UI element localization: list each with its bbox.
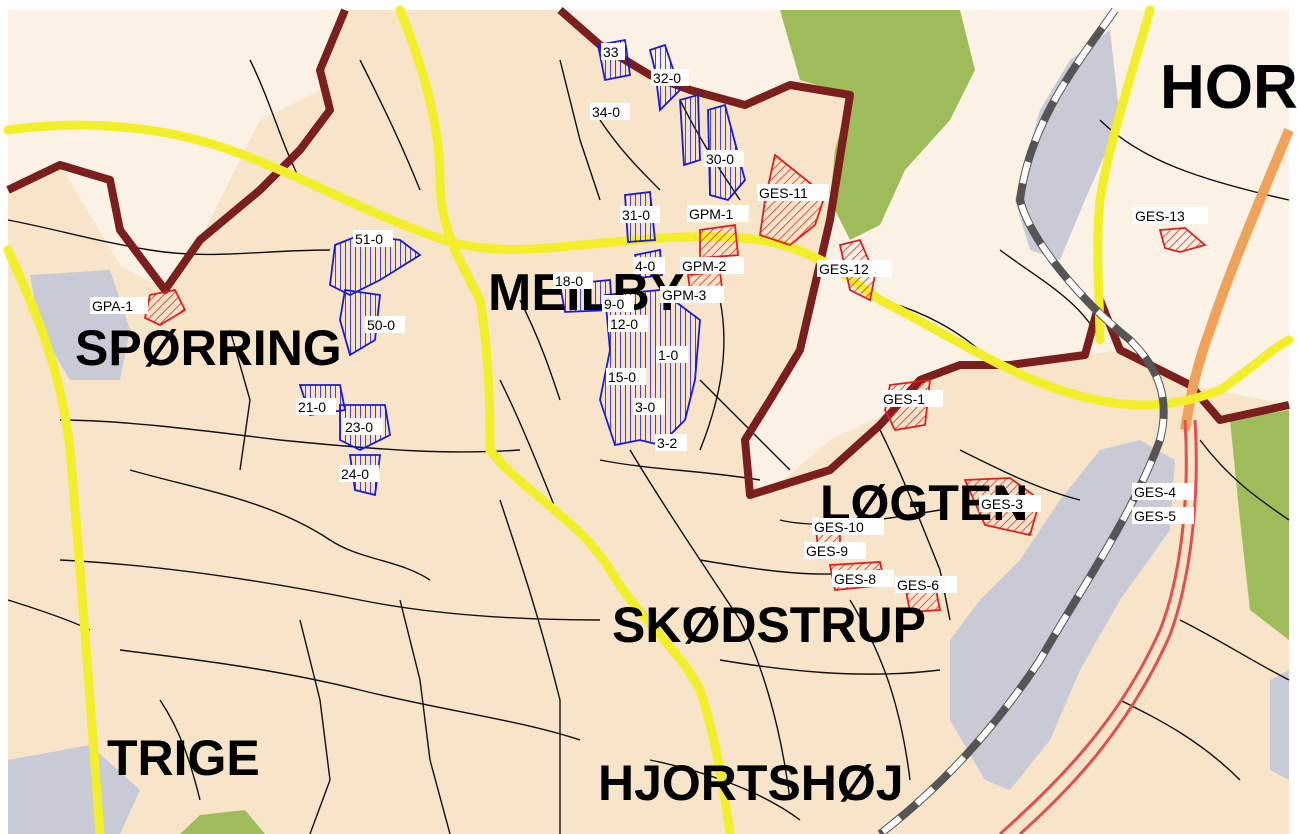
svg-text:GES-5: GES-5 bbox=[1134, 508, 1176, 524]
town-label-hor: HOR bbox=[1160, 53, 1297, 122]
red-zone-gpa-1[interactable] bbox=[143, 288, 187, 327]
svg-text:33: 33 bbox=[603, 44, 619, 60]
zone-label[interactable]: 3-2 bbox=[655, 434, 687, 451]
town-label-sporring: SPØRRING bbox=[75, 320, 342, 376]
svg-text:GES-8: GES-8 bbox=[834, 571, 876, 587]
zone-label[interactable]: 4-0 bbox=[633, 257, 665, 274]
zone-label[interactable]: 30-0 bbox=[704, 150, 744, 167]
svg-text:30-0: 30-0 bbox=[706, 151, 734, 167]
zone-label[interactable]: GES-11 bbox=[757, 184, 829, 201]
svg-text:31-0: 31-0 bbox=[622, 207, 650, 223]
svg-text:GES-12: GES-12 bbox=[819, 261, 869, 277]
zone-label[interactable]: GES-5 bbox=[1132, 507, 1194, 524]
outside-area-north-west bbox=[8, 10, 345, 290]
blue-zone-north-strip[interactable] bbox=[679, 93, 701, 167]
zone-label[interactable]: GES-3 bbox=[979, 495, 1041, 512]
svg-text:4-0: 4-0 bbox=[635, 258, 655, 274]
zone-label[interactable]: GES-13 bbox=[1133, 207, 1208, 224]
svg-text:15-0: 15-0 bbox=[608, 369, 636, 385]
map-frame-right bbox=[1289, 0, 1297, 834]
svg-text:23-0: 23-0 bbox=[345, 419, 373, 435]
svg-text:18-0: 18-0 bbox=[555, 273, 583, 289]
urban-area-north-east bbox=[1015, 30, 1120, 260]
svg-text:GPA-1: GPA-1 bbox=[92, 298, 133, 314]
zone-label[interactable]: 1-0 bbox=[656, 346, 688, 363]
railway-line-dash bbox=[878, 8, 1167, 834]
zone-label[interactable]: 18-0 bbox=[553, 272, 593, 289]
zone-label[interactable]: GPM-3 bbox=[660, 286, 724, 303]
zone-label[interactable]: 3-0 bbox=[633, 398, 665, 415]
forest-area-east bbox=[1230, 410, 1289, 640]
town-label-trige: TRIGE bbox=[107, 730, 260, 786]
svg-text:12-0: 12-0 bbox=[610, 316, 638, 332]
zone-label[interactable]: 31-0 bbox=[620, 206, 660, 223]
svg-text:GES-11: GES-11 bbox=[759, 185, 808, 201]
zone-label[interactable]: 34-0 bbox=[590, 103, 630, 120]
zone-label[interactable]: 15-0 bbox=[606, 368, 646, 385]
map-frame-left bbox=[0, 0, 8, 834]
svg-text:GES-6: GES-6 bbox=[897, 577, 939, 593]
zone-label[interactable]: 21-0 bbox=[296, 398, 336, 415]
svg-text:GES-3: GES-3 bbox=[981, 496, 1023, 512]
zone-label[interactable]: GPA-1 bbox=[90, 297, 148, 314]
svg-text:GPM-3: GPM-3 bbox=[662, 287, 707, 303]
svg-text:1-0: 1-0 bbox=[658, 347, 678, 363]
forest-area bbox=[780, 10, 975, 240]
svg-text:GPM-2: GPM-2 bbox=[682, 258, 727, 274]
zone-label[interactable]: 9-0 bbox=[602, 295, 634, 312]
zone-label[interactable]: 50-0 bbox=[365, 316, 405, 333]
svg-text:50-0: 50-0 bbox=[367, 317, 395, 333]
svg-text:GES-10: GES-10 bbox=[814, 519, 864, 535]
svg-text:34-0: 34-0 bbox=[592, 104, 620, 120]
zone-label[interactable]: 51-0 bbox=[353, 230, 393, 247]
svg-text:21-0: 21-0 bbox=[298, 399, 326, 415]
zone-label[interactable]: 32-0 bbox=[651, 69, 689, 86]
zone-label[interactable]: GES-4 bbox=[1132, 483, 1194, 500]
svg-text:32-0: 32-0 bbox=[653, 70, 681, 86]
motorway-red-lane bbox=[1019, 419, 1198, 834]
urban-area-trige bbox=[8, 745, 140, 834]
zone-label[interactable]: GES-12 bbox=[817, 260, 892, 277]
zone-label[interactable]: GES-1 bbox=[881, 390, 943, 407]
svg-text:51-0: 51-0 bbox=[355, 231, 383, 247]
svg-text:3-2: 3-2 bbox=[657, 435, 677, 451]
svg-text:9-0: 9-0 bbox=[604, 296, 624, 312]
zone-labels[interactable]: 33 32-0 34-0 30-0 31-0 51-0 18-0 4-0 9-0… bbox=[90, 43, 1208, 593]
svg-text:GES-9: GES-9 bbox=[806, 543, 848, 559]
zone-label[interactable]: GPM-2 bbox=[680, 257, 744, 274]
zone-label[interactable]: GES-6 bbox=[895, 576, 957, 593]
zone-label[interactable]: GES-10 bbox=[812, 518, 884, 535]
town-label-hjortshoj: HJORTSHØJ bbox=[598, 755, 904, 811]
zone-label[interactable]: 12-0 bbox=[608, 315, 648, 332]
red-zone-gpm-1[interactable] bbox=[699, 223, 739, 259]
urban-area-east-edge bbox=[1270, 670, 1289, 780]
svg-text:GES-4: GES-4 bbox=[1134, 484, 1176, 500]
zone-label[interactable]: 23-0 bbox=[343, 418, 383, 435]
svg-text:GES-1: GES-1 bbox=[883, 391, 925, 407]
zone-label[interactable]: GES-9 bbox=[804, 542, 866, 559]
zone-label[interactable]: 33 bbox=[601, 43, 625, 60]
forest-area-south bbox=[180, 810, 265, 834]
svg-text:3-0: 3-0 bbox=[635, 399, 655, 415]
red-zone-ges-13[interactable] bbox=[1158, 227, 1207, 253]
svg-text:GPM-1: GPM-1 bbox=[689, 206, 734, 222]
map-frame-top bbox=[0, 0, 1297, 10]
town-label-skodstrup: SKØDSTRUP bbox=[612, 597, 926, 653]
zone-label[interactable]: GPM-1 bbox=[687, 205, 749, 222]
svg-text:GES-13: GES-13 bbox=[1135, 208, 1185, 224]
zone-label[interactable]: GES-8 bbox=[832, 570, 894, 587]
zone-label[interactable]: 24-0 bbox=[339, 465, 379, 482]
blue-zone-50[interactable] bbox=[339, 288, 381, 357]
svg-text:24-0: 24-0 bbox=[341, 466, 369, 482]
